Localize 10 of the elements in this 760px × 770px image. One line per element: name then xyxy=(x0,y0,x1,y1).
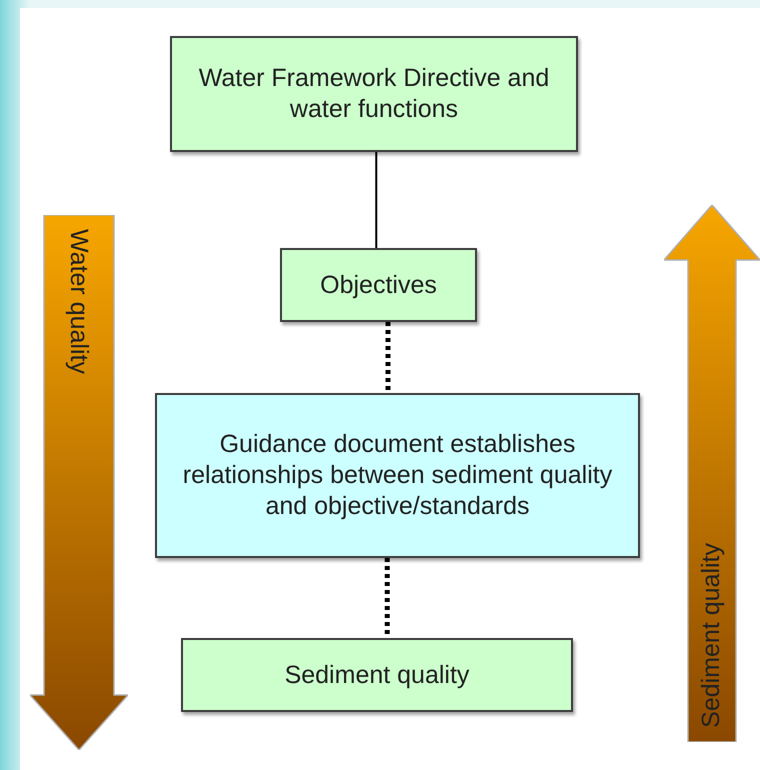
block-arrow xyxy=(30,215,128,750)
process-box: Water Framework Directive and water functions xyxy=(170,36,578,152)
connector-line xyxy=(386,322,390,393)
arrow-label: Sediment quality xyxy=(697,543,726,728)
process-box: Objectives xyxy=(280,248,477,322)
arrow-label: Water quality xyxy=(64,229,93,374)
process-box: Guidance document establishes relationships between sediment quality and objective/standards xyxy=(155,393,640,558)
block-arrow xyxy=(664,205,760,742)
process-box: Sediment quality xyxy=(181,638,573,712)
connector-line xyxy=(375,152,378,248)
